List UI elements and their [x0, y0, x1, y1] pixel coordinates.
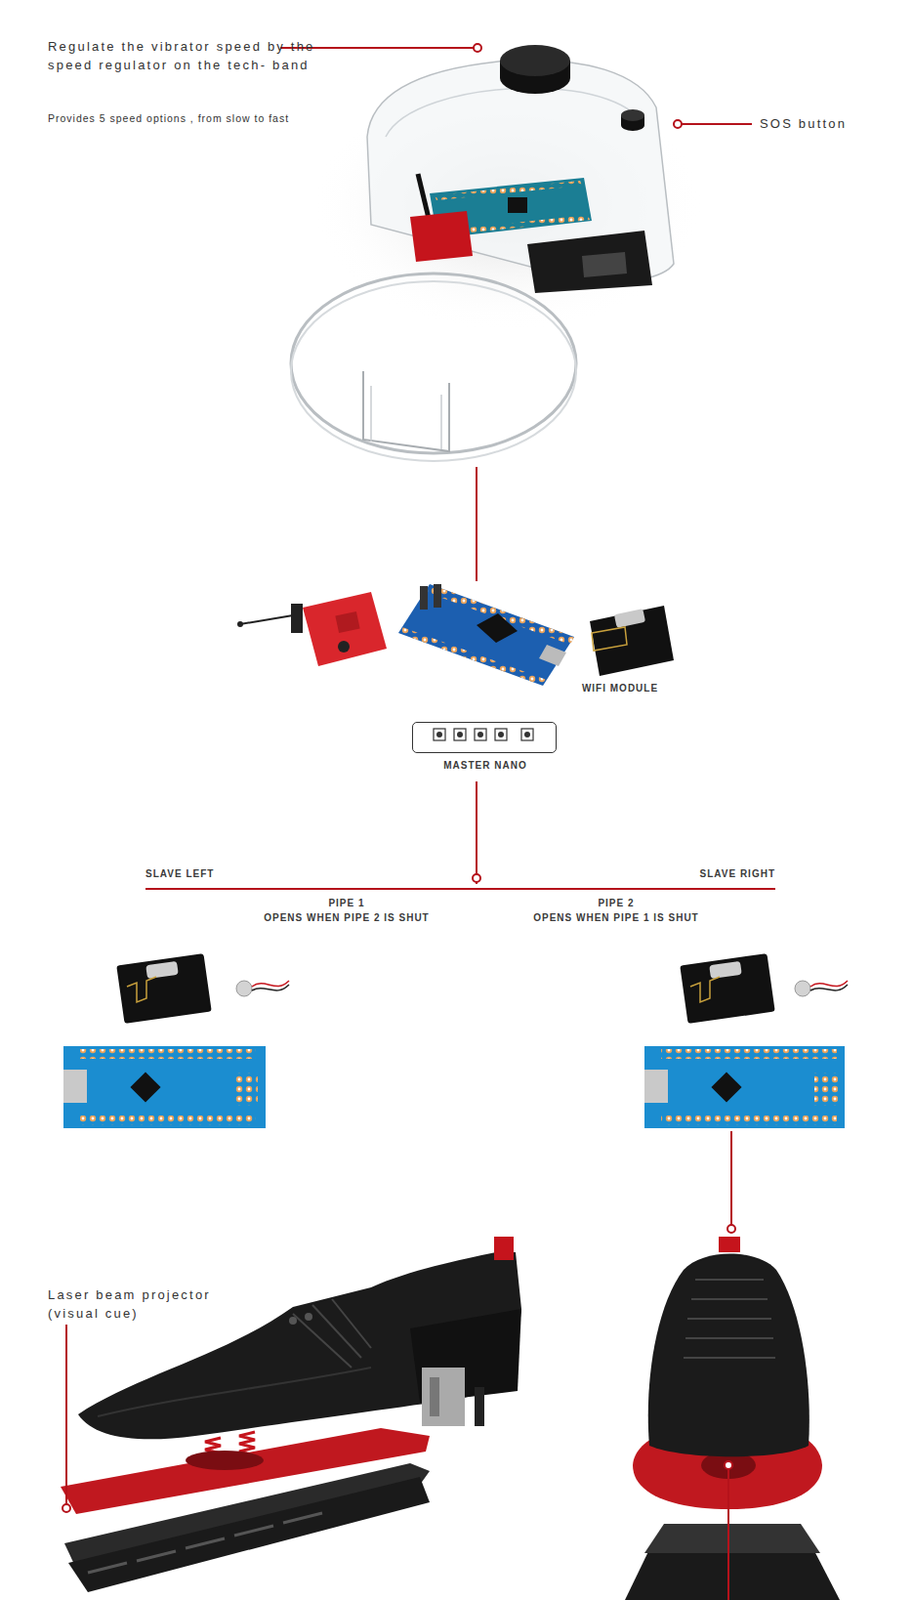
callout-label: OPENS WHEN PIPE 2 IS SHUT: [200, 911, 494, 926]
callout-label: Provides 5 speed options , from slow to …: [47, 111, 371, 126]
callout-label: SLAVE LEFT: [145, 867, 263, 882]
leader-line: [145, 781, 776, 889]
callout-label: Regulate the vibrator speed by the speed…: [47, 37, 341, 75]
button-panel: MASTER NANO: [412, 721, 557, 753]
leader-line: [727, 1130, 736, 1233]
callout-label: PIPE 1: [200, 896, 494, 912]
callout-label: OPENS WHEN PIPE 1 IS SHUT: [469, 911, 763, 926]
callout-label: SOS button: [759, 115, 877, 134]
tech-band: [290, 44, 704, 461]
callout-label: Laser beam projector (visual cue): [47, 1285, 253, 1323]
node-label: MASTER NANO: [373, 759, 597, 771]
master-components: [237, 583, 674, 741]
callout-label: PIPE 2: [469, 896, 763, 912]
leader-line: [475, 466, 478, 581]
slave-right-components: [644, 953, 848, 1128]
callout-label: SLAVE RIGHT: [658, 867, 776, 882]
leader-line: [62, 1324, 71, 1512]
callout-label: WIFI MODULE: [566, 681, 674, 697]
slave-left-components: [63, 953, 290, 1128]
shoe-front-view: [624, 1236, 840, 1600]
